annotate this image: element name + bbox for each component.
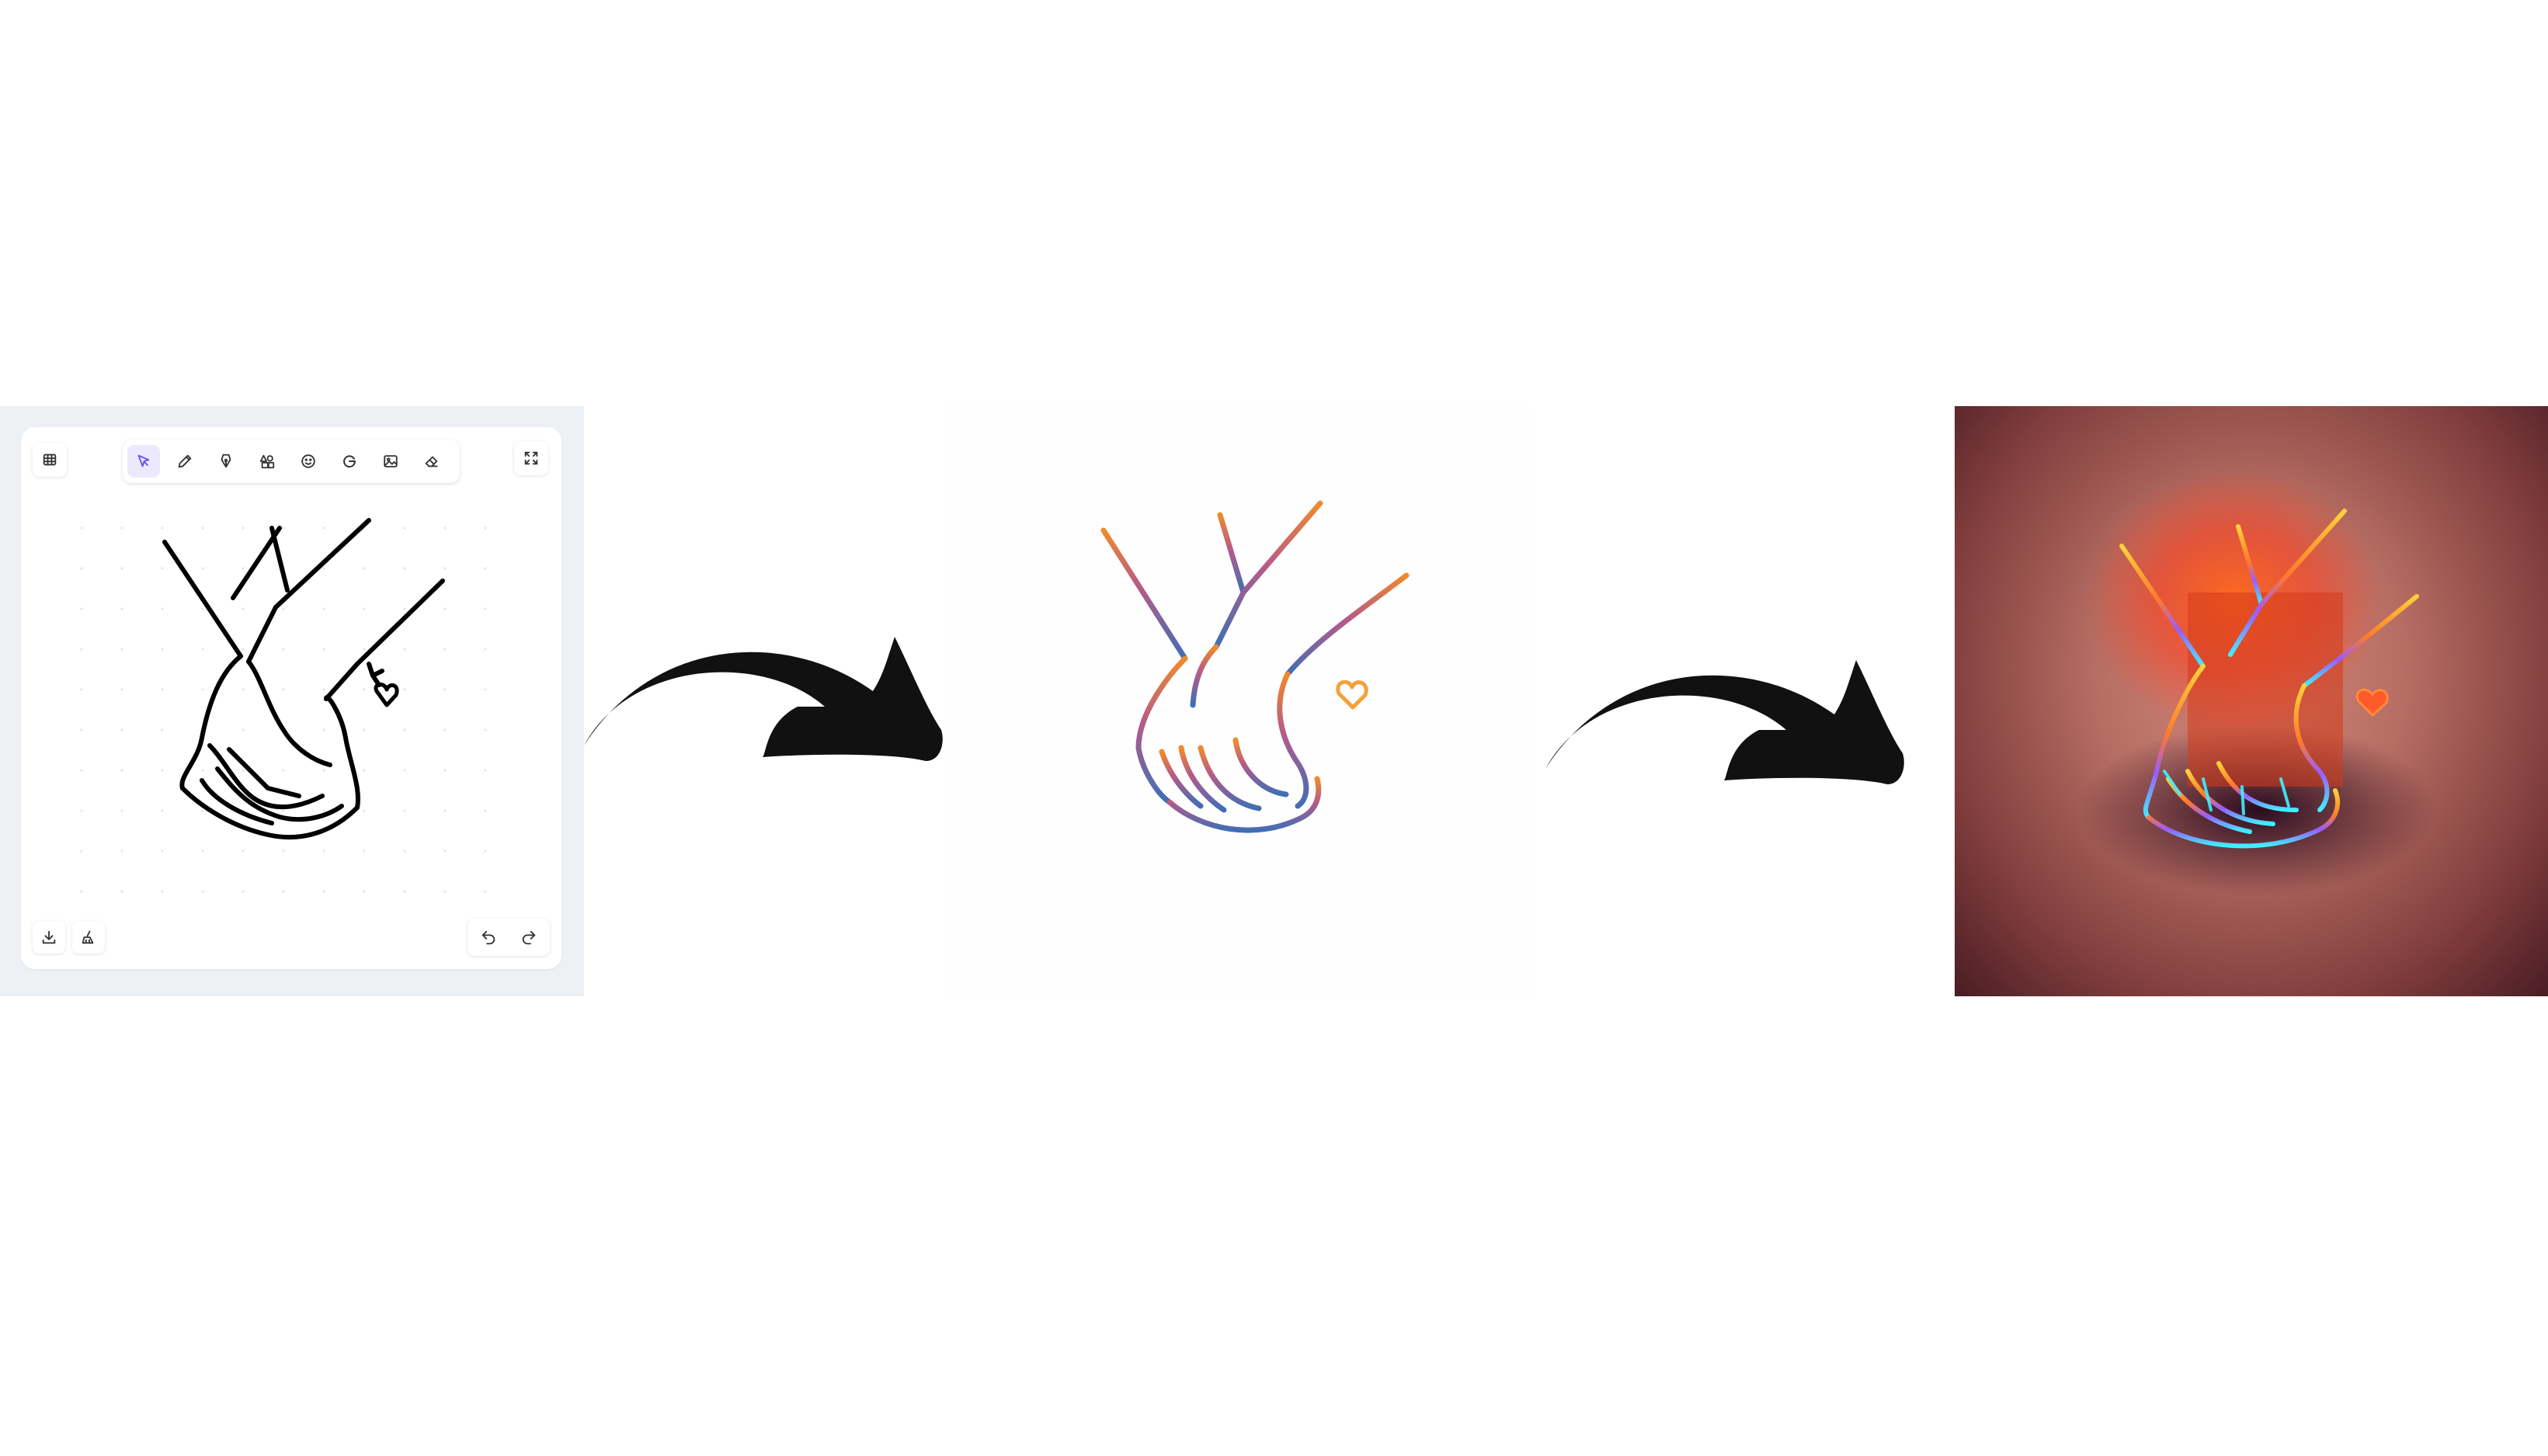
redo-icon (522, 930, 536, 945)
grid-icon (43, 453, 57, 466)
g-logo-icon (343, 455, 356, 468)
eraser-tool-button[interactable] (415, 445, 448, 478)
drawing-canvas[interactable] (21, 427, 561, 969)
download-button[interactable] (33, 921, 65, 954)
undo-button[interactable] (471, 921, 506, 954)
hands-sketch-drawing (162, 518, 445, 839)
emoji-icon (301, 454, 315, 468)
pencil-tool-button[interactable] (169, 445, 201, 478)
emoji-tool-button[interactable] (292, 445, 325, 478)
image-icon (384, 455, 398, 467)
download-icon (42, 930, 56, 944)
flow-arrow-2 (1545, 660, 1904, 784)
neon-render-result (1955, 406, 2548, 996)
drawing-toolbar (123, 440, 460, 483)
pen-tool-button[interactable] (210, 445, 242, 478)
cursor-icon (137, 454, 150, 467)
line-art-result (944, 406, 1531, 996)
fullscreen-icon (524, 451, 538, 465)
history-controls (468, 919, 550, 956)
undo-icon (481, 930, 495, 945)
shapes-icon (259, 454, 275, 469)
shapes-tool-button[interactable] (251, 445, 283, 478)
grid-toggle-button[interactable] (33, 443, 67, 477)
pencil-icon (178, 454, 192, 468)
clear-canvas-button[interactable] (72, 921, 105, 954)
image-tool-button[interactable] (374, 445, 407, 478)
flow-arrow-1 (584, 637, 943, 761)
clear-brush-icon (82, 930, 94, 944)
pen-nib-icon (221, 453, 231, 468)
redo-button[interactable] (511, 921, 547, 954)
select-tool-button[interactable] (127, 445, 160, 478)
dot-grid (75, 497, 510, 916)
google-tool-button[interactable] (333, 445, 366, 478)
eraser-icon (425, 456, 438, 467)
fullscreen-button[interactable] (514, 441, 548, 475)
